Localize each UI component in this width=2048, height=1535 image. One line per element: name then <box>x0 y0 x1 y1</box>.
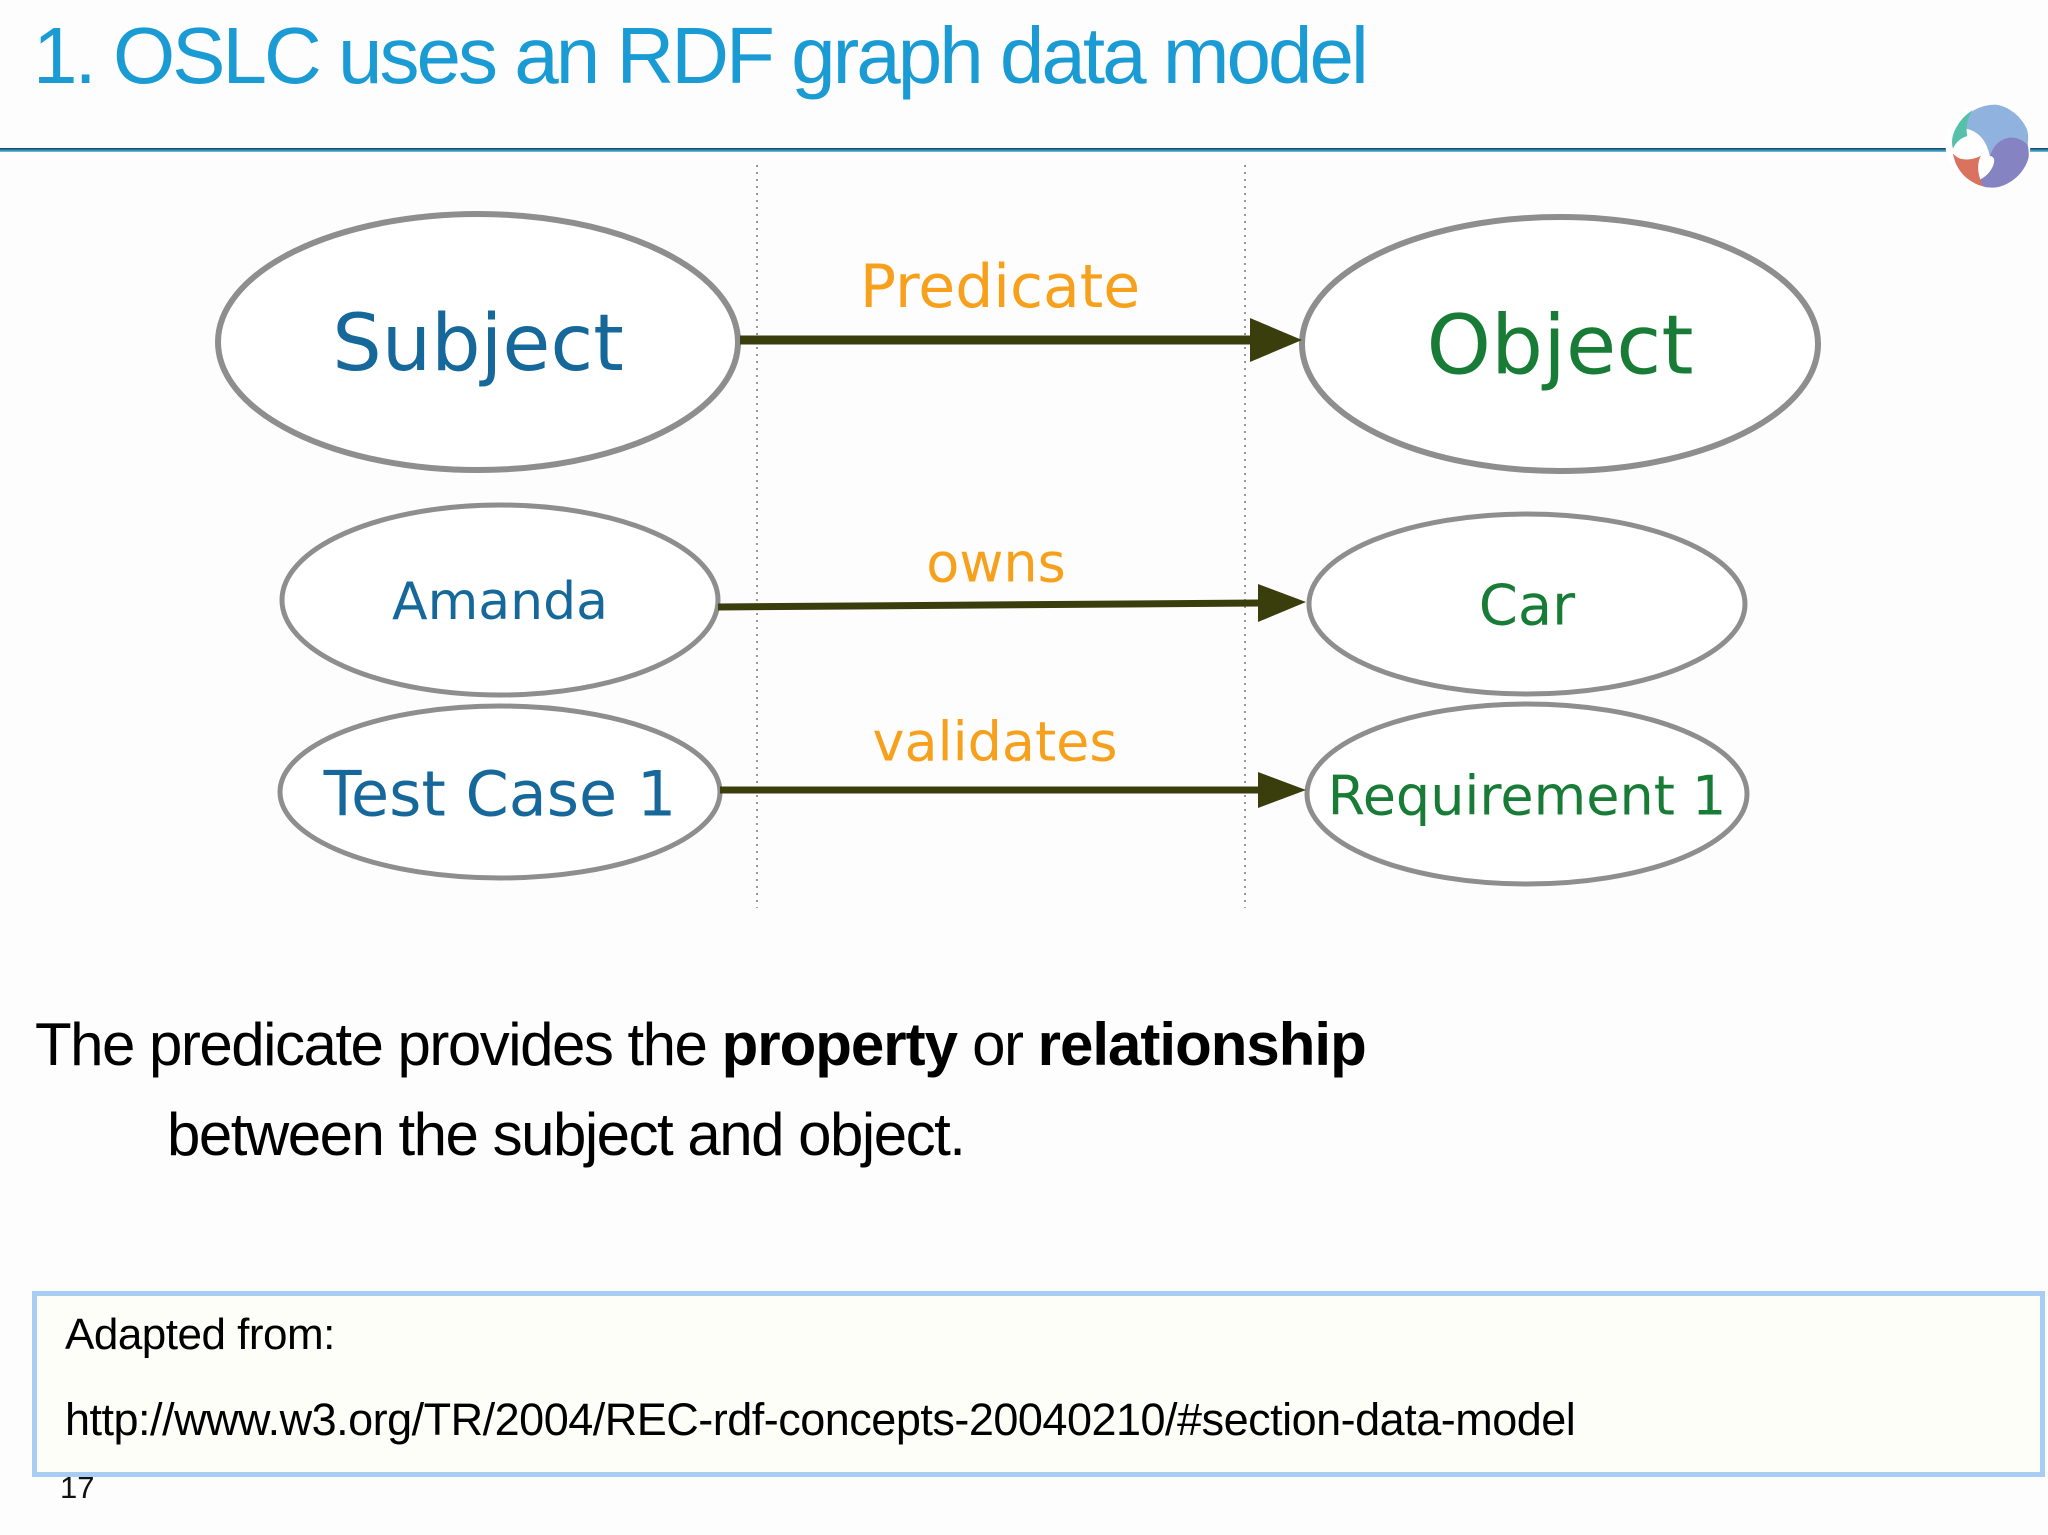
object-node-label: Object <box>1426 299 1693 394</box>
statement-text: The predicate provides the property or r… <box>35 1000 1985 1180</box>
diagram-row-testcase-requirement: validates Test Case 1 Requirement 1 <box>277 701 1750 887</box>
statement-prefix: The predicate provides the <box>35 1011 722 1078</box>
statement-bold-relationship: relationship <box>1037 1011 1367 1078</box>
owns-arrow <box>717 599 1261 611</box>
amanda-ellipse <box>279 502 721 698</box>
logo-purple-swirl <box>1979 137 2029 188</box>
source-label: Adapted from: <box>65 1310 335 1359</box>
logo-teal-swirl <box>1952 110 1973 149</box>
source-url: http://www.w3.org/TR/2004/REC-rdf-concep… <box>65 1394 1576 1445</box>
page-number: 17 <box>60 1470 95 1505</box>
owns-label: owns <box>926 532 1066 595</box>
diagram-row-amanda-car: owns Amanda Car <box>279 502 1748 698</box>
car-node-label: Car <box>1479 574 1576 639</box>
subject-node-label: Subject <box>332 299 624 389</box>
car-ellipse <box>1306 511 1748 697</box>
logo-red-swirl <box>1952 153 1984 187</box>
diagram-row-subject-object: Predicate Subject Object <box>215 211 1821 474</box>
subject-ellipse <box>215 211 741 473</box>
amanda-node-label: Amanda <box>392 572 608 632</box>
page-title: 1. OSLC uses an RDF graph data model <box>33 11 1369 100</box>
sphere-swirl-logo <box>1945 103 2031 189</box>
title-divider-line <box>0 148 2048 152</box>
predicate-label: Predicate <box>860 252 1140 322</box>
logo-blue-swirl <box>1957 104 2029 156</box>
owns-arrowhead <box>1258 584 1306 622</box>
object-ellipse <box>1299 214 1821 474</box>
requirement-ellipse <box>1304 701 1750 887</box>
validates-arrowhead <box>1258 772 1306 808</box>
source-citation-box: Adapted from: http://www.w3.org/TR/2004/… <box>32 1291 2045 1477</box>
statement-line-1: The predicate provides the property or r… <box>35 1000 1985 1090</box>
validates-label: validates <box>873 711 1118 774</box>
statement-mid: or <box>956 1011 1038 1078</box>
predicate-arrowhead <box>1250 318 1302 362</box>
test-case-node-label: Test Case 1 <box>323 758 677 831</box>
statement-line-2: between the subject and object. <box>167 1101 966 1168</box>
requirement-node-label: Requirement 1 <box>1328 765 1727 828</box>
statement-bold-property: property <box>721 1011 958 1078</box>
